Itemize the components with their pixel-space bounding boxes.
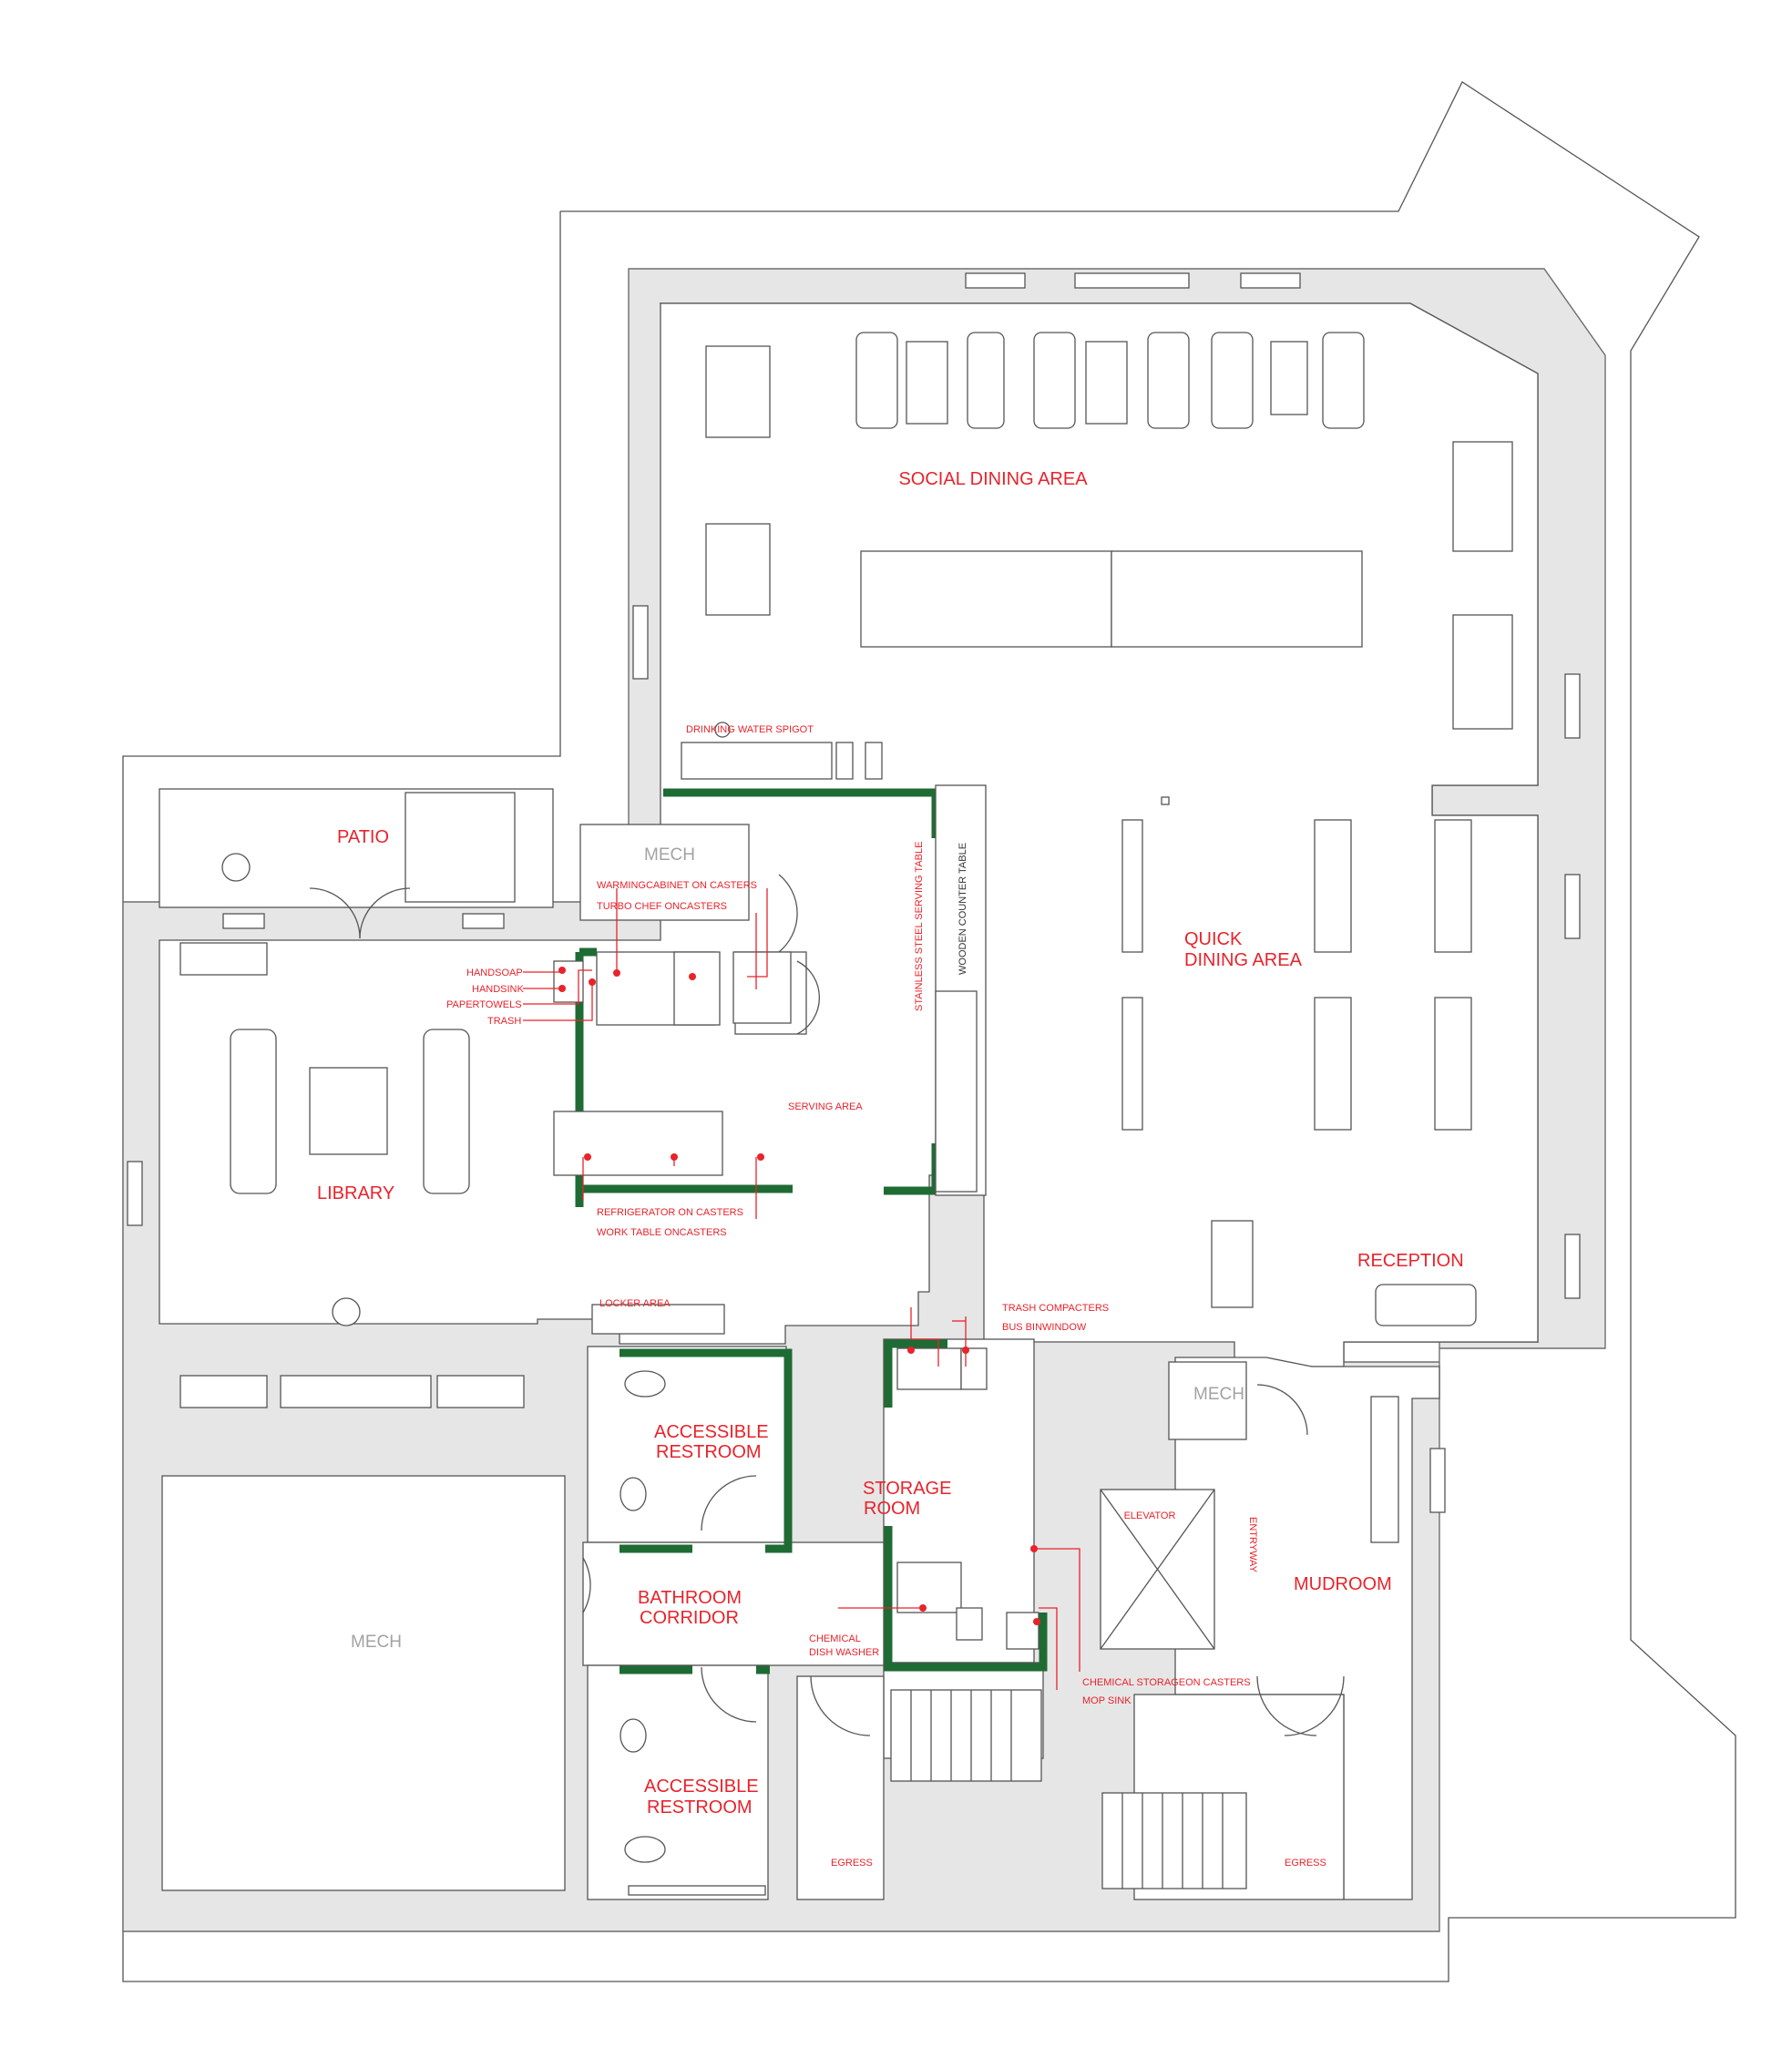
windows [127, 272, 1581, 1513]
label-trash-compacters: TRASH COMPACTERS [1002, 1303, 1109, 1314]
label-library: LIBRARY [317, 1183, 394, 1203]
label-chem-dish-1: CHEMICAL [809, 1633, 861, 1644]
storage-fixtures [896, 1347, 1039, 1650]
label-drinking-water: DRINKING WATER SPIGOT [686, 724, 814, 735]
label-refrigerator: REFRIGERATOR ON CASTERS [597, 1207, 743, 1218]
label-restroom-1a: ACCESSIBLE [654, 1422, 769, 1442]
label-chem-dish-2: DISH WASHER [809, 1647, 879, 1658]
quick-dining-furniture [1121, 796, 1477, 1326]
label-entryway: ENTRYWAY [1247, 1517, 1258, 1573]
label-corridor-1: BATHROOM [638, 1588, 742, 1608]
label-work-table: WORK TABLE ONCASTERS [597, 1227, 727, 1238]
label-trash: TRASH [487, 1016, 521, 1027]
label-chem-storage: CHEMICAL STORAGEON CASTERS [1082, 1677, 1251, 1688]
label-corridor-2: CORRIDOR [640, 1608, 739, 1628]
label-wooden-counter: WOODEN COUNTER TABLE [957, 843, 968, 975]
label-patio: PATIO [337, 827, 389, 847]
label-papertowels: PAPERTOWELS [446, 999, 522, 1010]
label-reception: RECEPTION [1357, 1251, 1464, 1271]
elevator [1100, 1361, 1399, 1650]
label-handsink: HANDSINK [472, 984, 525, 995]
label-restroom-2a: ACCESSIBLE [644, 1777, 759, 1797]
label-restroom-2b: RESTROOM [647, 1797, 753, 1818]
label-bus-bin: BUS BINWINDOW [1002, 1322, 1087, 1333]
restroom-fixtures [620, 1370, 766, 1896]
label-quick-dining-2: DINING AREA [1184, 950, 1303, 970]
stairs [890, 1689, 1247, 1889]
label-elevator: ELEVATOR [1124, 1510, 1176, 1521]
library-furniture [179, 942, 725, 1408]
label-stainless-table: STAINLESS STEEL SERVING TABLE [914, 842, 925, 1011]
label-turbo-chef: TURBO CHEF ONCASTERS [597, 901, 727, 912]
annotation-labels: DRINKING WATER SPIGOT WARMINGCABINET ON … [446, 724, 1326, 1869]
label-mop-sink: MOP SINK [1082, 1695, 1132, 1706]
label-mech-kitchen: MECH [644, 845, 695, 865]
room-labels: SOCIAL DINING AREA QUICK DINING AREA PAT… [317, 469, 1464, 1818]
social-dining-furniture [681, 332, 1513, 780]
label-serving-area: SERVING AREA [788, 1101, 863, 1112]
label-mech-mudroom: MECH [1193, 1385, 1244, 1404]
label-handsoap: HANDSOAP [466, 968, 523, 978]
label-restroom-1b: RESTROOM [656, 1442, 762, 1462]
kitchen-walls [575, 788, 1048, 1674]
label-warming-cabinet: WARMINGCABINET ON CASTERS [597, 880, 757, 891]
patio-furniture [221, 792, 516, 903]
kitchen-equipment [553, 784, 987, 1196]
label-locker-area: LOCKER AREA [599, 1298, 671, 1309]
label-mudroom: MUDROOM [1294, 1574, 1392, 1594]
annotation-leaders [523, 888, 1080, 1690]
label-storage-1: STORAGE [863, 1479, 951, 1499]
doors [309, 874, 1345, 1736]
label-social-dining: SOCIAL DINING AREA [898, 469, 1088, 489]
label-mech-large: MECH [351, 1633, 402, 1652]
label-egress-2: EGRESS [1285, 1858, 1326, 1869]
label-storage-2: ROOM [864, 1499, 920, 1519]
label-egress-1: EGRESS [831, 1858, 873, 1869]
label-quick-dining-1: QUICK [1184, 929, 1243, 949]
